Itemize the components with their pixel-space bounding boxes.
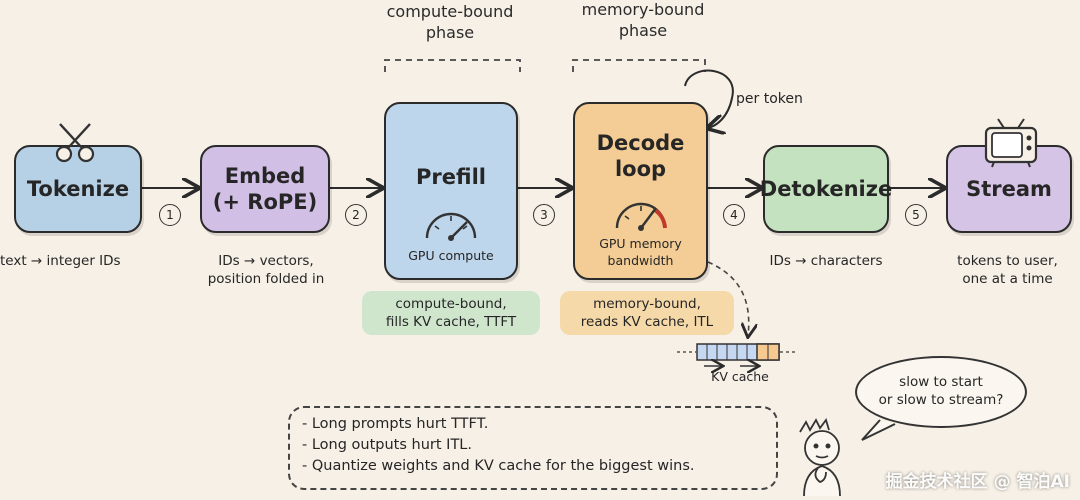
detokenize-box: Detokenize <box>759 145 893 233</box>
compute-gauge-icon <box>425 212 477 241</box>
tip-3: - Quantize weights and KV cache for the … <box>302 458 695 475</box>
bandwidth-gauge-icon <box>615 202 667 231</box>
step-1: 1 <box>159 204 181 226</box>
watermark: 掘金技术社区 @ 智泊AI <box>885 472 1070 492</box>
decode-label: Decode loop <box>596 131 685 182</box>
compute-phase-bracket <box>384 59 521 72</box>
prefill-label: Prefill <box>416 165 486 189</box>
tip-2: - Long outputs hurt ITL. <box>302 437 472 454</box>
compute-bound-note: compute-bound, fills KV cache, TTFT <box>362 291 540 336</box>
tips-box: - Long prompts hurt TTFT. - Long outputs… <box>288 406 778 490</box>
memory-phase-label: memory-bound phase <box>581 0 705 40</box>
decode-box: Decode loop <box>573 102 708 280</box>
kv-cache-label: KV cache <box>711 369 769 384</box>
speech-bubble: slow to start or slow to stream? <box>855 356 1027 428</box>
embed-box: Embed (+ RoPE) <box>200 145 330 233</box>
thinking-person-icon <box>799 418 841 497</box>
memory-bound-note: memory-bound, reads KV cache, ITL <box>560 291 734 336</box>
scissors-icon <box>55 123 95 163</box>
kv-pointer <box>707 261 749 336</box>
speech-bubble-text: slow to start or slow to stream? <box>878 374 1004 408</box>
kv-cache-strip <box>677 343 798 366</box>
tokenize-caption: text → integer IDs <box>0 253 121 269</box>
tokenize-label: Tokenize <box>26 176 130 201</box>
stream-caption: tokens to user, one at a time <box>957 253 1058 288</box>
prefill-gauge-label: GPU compute <box>408 248 494 263</box>
prefill-box: Prefill <box>384 102 518 280</box>
per-token-label: per token <box>736 91 803 107</box>
loop-arrow <box>684 69 734 128</box>
bubble-tail <box>861 419 896 441</box>
detokenize-caption: IDs → characters <box>769 253 883 269</box>
step-2: 2 <box>345 204 367 226</box>
tip-1: - Long prompts hurt TTFT. <box>302 416 489 432</box>
detokenize-label: Detokenize <box>759 176 893 201</box>
memory-phase-bracket <box>572 59 706 72</box>
tv-icon <box>984 118 1038 168</box>
step-3: 3 <box>533 204 555 226</box>
step-4: 4 <box>723 204 745 226</box>
step-5: 5 <box>905 204 927 226</box>
compute-phase-label: compute-bound phase <box>386 2 514 42</box>
decode-gauge-label: GPU memory bandwidth <box>599 236 682 268</box>
stream-label: Stream <box>966 176 1052 201</box>
tokenize-box: Tokenize <box>14 145 142 233</box>
embed-caption: IDs → vectors, position folded in <box>207 253 325 288</box>
embed-label: Embed (+ RoPE) <box>212 163 318 214</box>
